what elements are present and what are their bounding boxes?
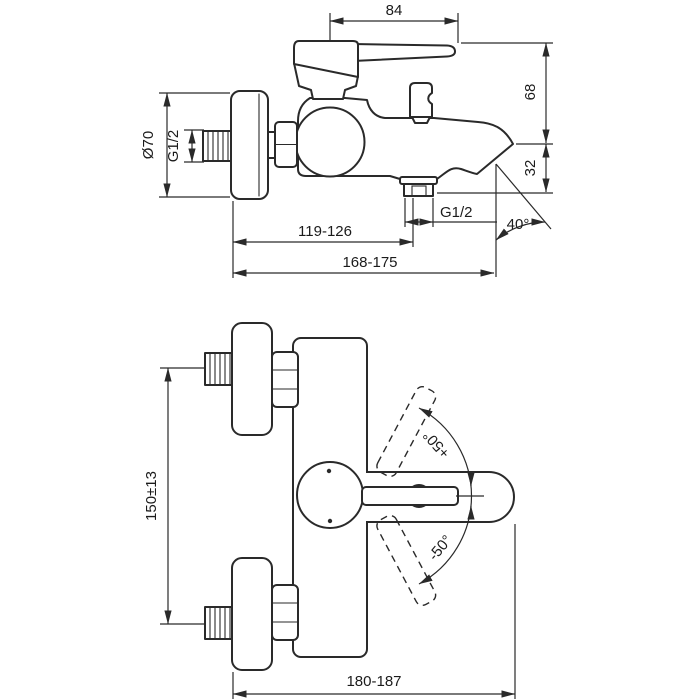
dim-label-150: 150±13 bbox=[143, 471, 160, 521]
handle-lever-side bbox=[352, 43, 456, 62]
dim-overall-width: 180-187 bbox=[232, 524, 516, 699]
threaded-tail-bottom bbox=[204, 606, 233, 640]
handle-capsule bbox=[366, 471, 516, 523]
dim-inlet-thread: G1/2 bbox=[165, 129, 204, 163]
dim-outlet-thread: G1/2 bbox=[404, 198, 497, 227]
dim-label-168-175: 168-175 bbox=[342, 254, 397, 271]
angle-arc bbox=[495, 218, 546, 241]
handle-skirt bbox=[293, 62, 359, 100]
dim-label-g12-outlet: G1/2 bbox=[440, 204, 473, 221]
wall-escutcheon-bottom bbox=[231, 557, 273, 671]
diverter-knob bbox=[409, 82, 433, 124]
dim-handle-length: 84 bbox=[329, 2, 459, 43]
threaded-tail-top bbox=[204, 352, 233, 386]
handle-position-down-dashed bbox=[376, 514, 437, 606]
handle-lever-front bbox=[361, 486, 459, 506]
shower-outlet bbox=[399, 176, 438, 197]
screw-dot-top bbox=[326, 468, 332, 474]
dim-inlet-spacing: 150±13 bbox=[143, 367, 206, 625]
hex-nut-side bbox=[274, 121, 298, 168]
neutral-position-marker bbox=[456, 472, 484, 520]
hex-nut-bottom bbox=[271, 584, 299, 641]
threaded-tail-side bbox=[202, 130, 232, 162]
dim-label-40: 40° bbox=[507, 216, 530, 233]
wall-escutcheon-side bbox=[230, 90, 269, 200]
dim-label-d70: Ø70 bbox=[140, 131, 157, 159]
dim-escutcheon-diameter: Ø70 bbox=[140, 92, 230, 198]
valve-cartridge-circle-side bbox=[294, 106, 366, 178]
dim-total-projection: 168-175 bbox=[232, 254, 495, 277]
wall-escutcheon-top bbox=[231, 322, 273, 436]
handle-head bbox=[293, 40, 359, 78]
hex-nut-top bbox=[271, 351, 299, 408]
dim-label-32: 32 bbox=[522, 160, 539, 177]
angle-ray bbox=[495, 163, 552, 230]
escutcheon-outline bbox=[230, 90, 269, 200]
bottom-inlet bbox=[204, 557, 299, 671]
dim-label-68: 68 bbox=[522, 84, 539, 101]
dim-label-g12-inlet: G1/2 bbox=[165, 130, 182, 163]
dim-label-84: 84 bbox=[386, 2, 403, 19]
dim-label-180-187: 180-187 bbox=[346, 673, 401, 690]
dim-heights: 68 32 bbox=[437, 42, 553, 194]
dim-label-119-126: 119-126 bbox=[298, 223, 352, 240]
handle-position-up-dashed bbox=[376, 386, 437, 478]
thread-outline bbox=[202, 130, 232, 162]
top-inlet bbox=[204, 322, 299, 436]
dim-spout-angle: 40° bbox=[495, 163, 552, 277]
outlet-flange bbox=[399, 176, 438, 185]
diverter-body bbox=[409, 82, 433, 118]
front-view: +50° -50° 150±13 180-187 bbox=[143, 322, 516, 699]
side-view: 84 68 32 Ø70 G1/2 bbox=[140, 2, 553, 278]
outlet-inner bbox=[411, 185, 427, 197]
dim-wall-to-outlet: 119-126 bbox=[232, 198, 414, 278]
dim-label-minus50: -50° bbox=[425, 532, 456, 564]
diverter-base bbox=[411, 116, 431, 124]
screw-dot-bottom bbox=[327, 518, 333, 524]
